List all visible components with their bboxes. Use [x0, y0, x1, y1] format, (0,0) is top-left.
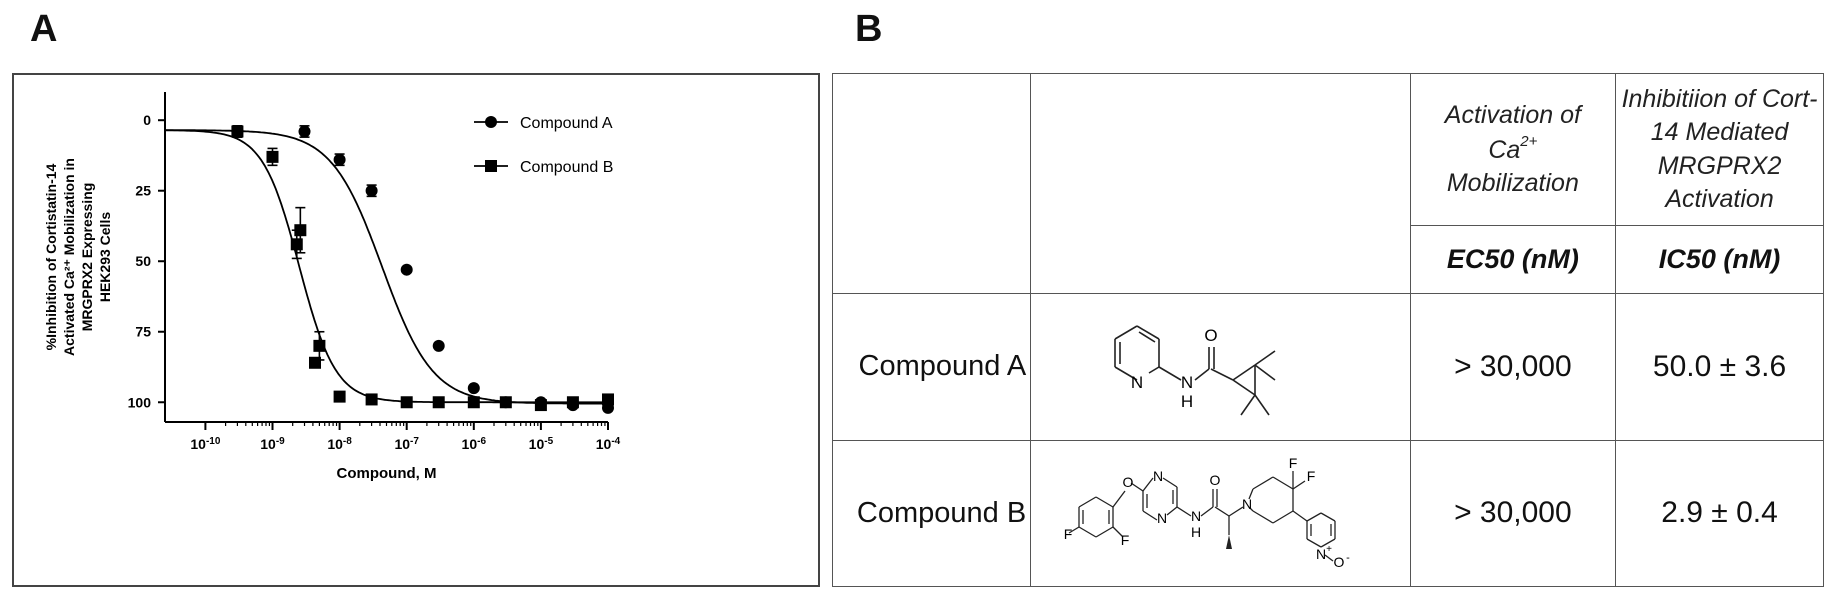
y-tick-label: 0	[143, 112, 151, 128]
compound-table-container: Activation of Ca2+ Mobilization Inhibiti…	[831, 72, 1824, 588]
x-tick-label: 10-8	[327, 436, 352, 452]
inhibition-header-line1: Inhibitiion of Cort-	[1621, 85, 1818, 114]
inhibition-header-line3: MRGPRX2	[1657, 151, 1782, 180]
data-point-compound-b	[294, 224, 307, 237]
compound-b-atom-n-pyr: N	[1316, 546, 1326, 562]
y-tick-label: 100	[128, 394, 152, 410]
compound-table: Activation of Ca2+ Mobilization Inhibiti…	[831, 72, 1824, 588]
compound-b-atom-f4: F	[1307, 468, 1316, 484]
compound-a-atom-nh-h: H	[1181, 392, 1193, 411]
y-axis-label-line: %Inhibition of Cortistatin-14	[43, 163, 59, 350]
activation-header: Activation of Ca2+ Mobilization	[1409, 72, 1617, 227]
compound-b-atom-o-amide: O	[1210, 472, 1221, 488]
data-point-compound-a	[432, 339, 445, 352]
y-tick-label: 50	[135, 253, 151, 269]
x-tick-label: 10-5	[529, 436, 554, 452]
panel-label-a: A	[30, 8, 58, 50]
compound-b-charge-plus: +	[1327, 544, 1333, 555]
data-point-compound-a	[333, 153, 346, 166]
data-point-compound-b	[432, 396, 445, 409]
fit-curve-compound-b	[164, 129, 608, 404]
data-point-compound-a	[467, 382, 480, 395]
compound-a-atom-nh-n: N	[1181, 373, 1193, 392]
compound-a-atom-o: O	[1205, 326, 1218, 345]
ec50-unit-header: EC50 (nM)	[1409, 225, 1617, 295]
activation-header-sup: 2+	[1520, 132, 1538, 150]
compound-b-atom-f3: F	[1289, 455, 1298, 471]
compound-b-ic50: 2.9 ± 0.4	[1615, 439, 1824, 588]
legend-marker-compound-a	[485, 116, 497, 128]
activation-header-line1: Activation of	[1444, 100, 1581, 129]
compound-a-structure-cell: N N H O	[1030, 293, 1411, 441]
compound-b-atom-n1: N	[1153, 468, 1163, 484]
x-tick-label: 10-4	[596, 436, 621, 452]
data-point-compound-b	[365, 393, 378, 406]
x-tick-label: 10-6	[462, 436, 487, 452]
compound-b-atom-n2: N	[1157, 510, 1167, 526]
activation-header-ca: Ca	[1488, 135, 1521, 164]
data-point-compound-b	[499, 396, 512, 409]
compound-b-name: Compound B	[831, 439, 1032, 588]
x-axis-label: Compound, M	[337, 465, 437, 482]
y-tick-label: 25	[135, 183, 151, 199]
compound-a-atom-n-ring: N	[1131, 373, 1143, 392]
compound-b-atom-o-minus: O	[1334, 554, 1345, 570]
compound-b-atom-n-pip: N	[1242, 496, 1252, 512]
y-tick-label: 75	[135, 324, 151, 340]
compound-b-atom-f2: F	[1121, 532, 1130, 548]
compound-a-structure: N N H O	[1114, 325, 1276, 416]
data-point-compound-b	[602, 393, 614, 406]
data-point-compound-b	[313, 339, 326, 352]
activation-header-line3: Mobilization	[1446, 169, 1579, 198]
y-axis-label-line: HEK293 Cells	[97, 212, 113, 302]
data-point-compound-a	[365, 184, 378, 197]
legend-marker-compound-b	[485, 160, 497, 172]
data-point-compound-b	[467, 396, 480, 409]
compound-a-name: Compound A	[831, 293, 1032, 441]
compound-b-ec50: > 30,000	[1409, 439, 1617, 588]
legend-label-compound-a: Compound A	[520, 115, 613, 132]
compound-b-charge-minus: -	[1347, 552, 1351, 564]
inhibition-header-line2: 14 Mediated	[1650, 118, 1789, 147]
header-empty-cell-1	[831, 72, 1032, 295]
data-point-compound-a	[400, 263, 413, 276]
compound-a-ic50: 50.0 ± 3.6	[1615, 293, 1824, 441]
inhibition-header-line4: Activation	[1665, 184, 1774, 213]
x-tick-label: 10-9	[260, 436, 285, 452]
compound-b-atom-f1: F	[1064, 526, 1073, 542]
data-point-compound-b	[400, 396, 413, 409]
x-tick-label: 10-7	[394, 436, 419, 452]
panel-label-b: B	[855, 8, 883, 50]
compound-b-atom-o-ether: O	[1123, 474, 1134, 490]
compound-b-atom-nh-h: H	[1191, 524, 1201, 540]
activation-header-line2: Ca2+	[1411, 132, 1615, 167]
data-point-compound-a	[298, 125, 311, 138]
data-point-compound-b	[566, 396, 579, 409]
inhibition-header: Inhibitiion of Cort- 14 Mediated MRGPRX2…	[1615, 72, 1824, 227]
x-tick-label: 10-10	[190, 436, 220, 452]
header-empty-cell-2	[1030, 72, 1411, 295]
data-point-compound-b	[333, 390, 346, 403]
ic50-unit-header: IC50 (nM)	[1615, 225, 1824, 295]
compound-b-structure: F F O N N N H O N F F N + O -	[1064, 455, 1351, 570]
data-point-compound-b	[266, 150, 279, 163]
legend-label-compound-b: Compound B	[520, 159, 613, 176]
compound-b-structure-cell: F F O N N N H O N F F N + O -	[1030, 439, 1411, 588]
data-point-compound-b	[534, 399, 547, 412]
y-axis-label-line: MRGPRX2 Expressing	[79, 183, 95, 332]
y-axis-label-line: Activated Ca²⁺ Mobilization in	[61, 158, 77, 356]
data-point-compound-b	[231, 125, 244, 138]
compound-b-atom-nh-n: N	[1191, 508, 1201, 524]
compound-a-ec50: > 30,000	[1409, 293, 1617, 441]
